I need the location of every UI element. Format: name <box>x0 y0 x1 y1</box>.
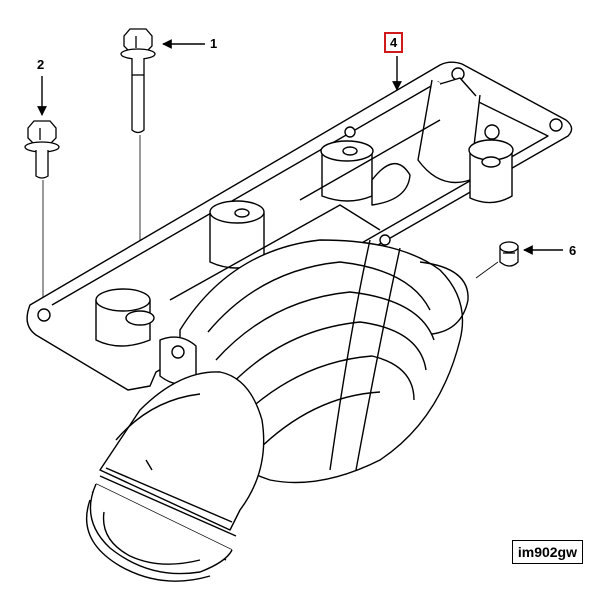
callout-2: 2 <box>37 57 45 72</box>
callout-4-highlighted: 4 <box>384 32 404 53</box>
bolt-1 <box>120 28 156 134</box>
callout-1: 1 <box>210 36 218 51</box>
intake-housing-4 <box>26 61 573 391</box>
plug-6 <box>499 241 519 267</box>
intake-body <box>86 234 469 582</box>
bolt-2 <box>24 120 60 179</box>
figure-id-label: im902gw <box>511 540 583 564</box>
plug-alignment-line <box>475 261 499 279</box>
callout-6: 6 <box>569 243 577 258</box>
